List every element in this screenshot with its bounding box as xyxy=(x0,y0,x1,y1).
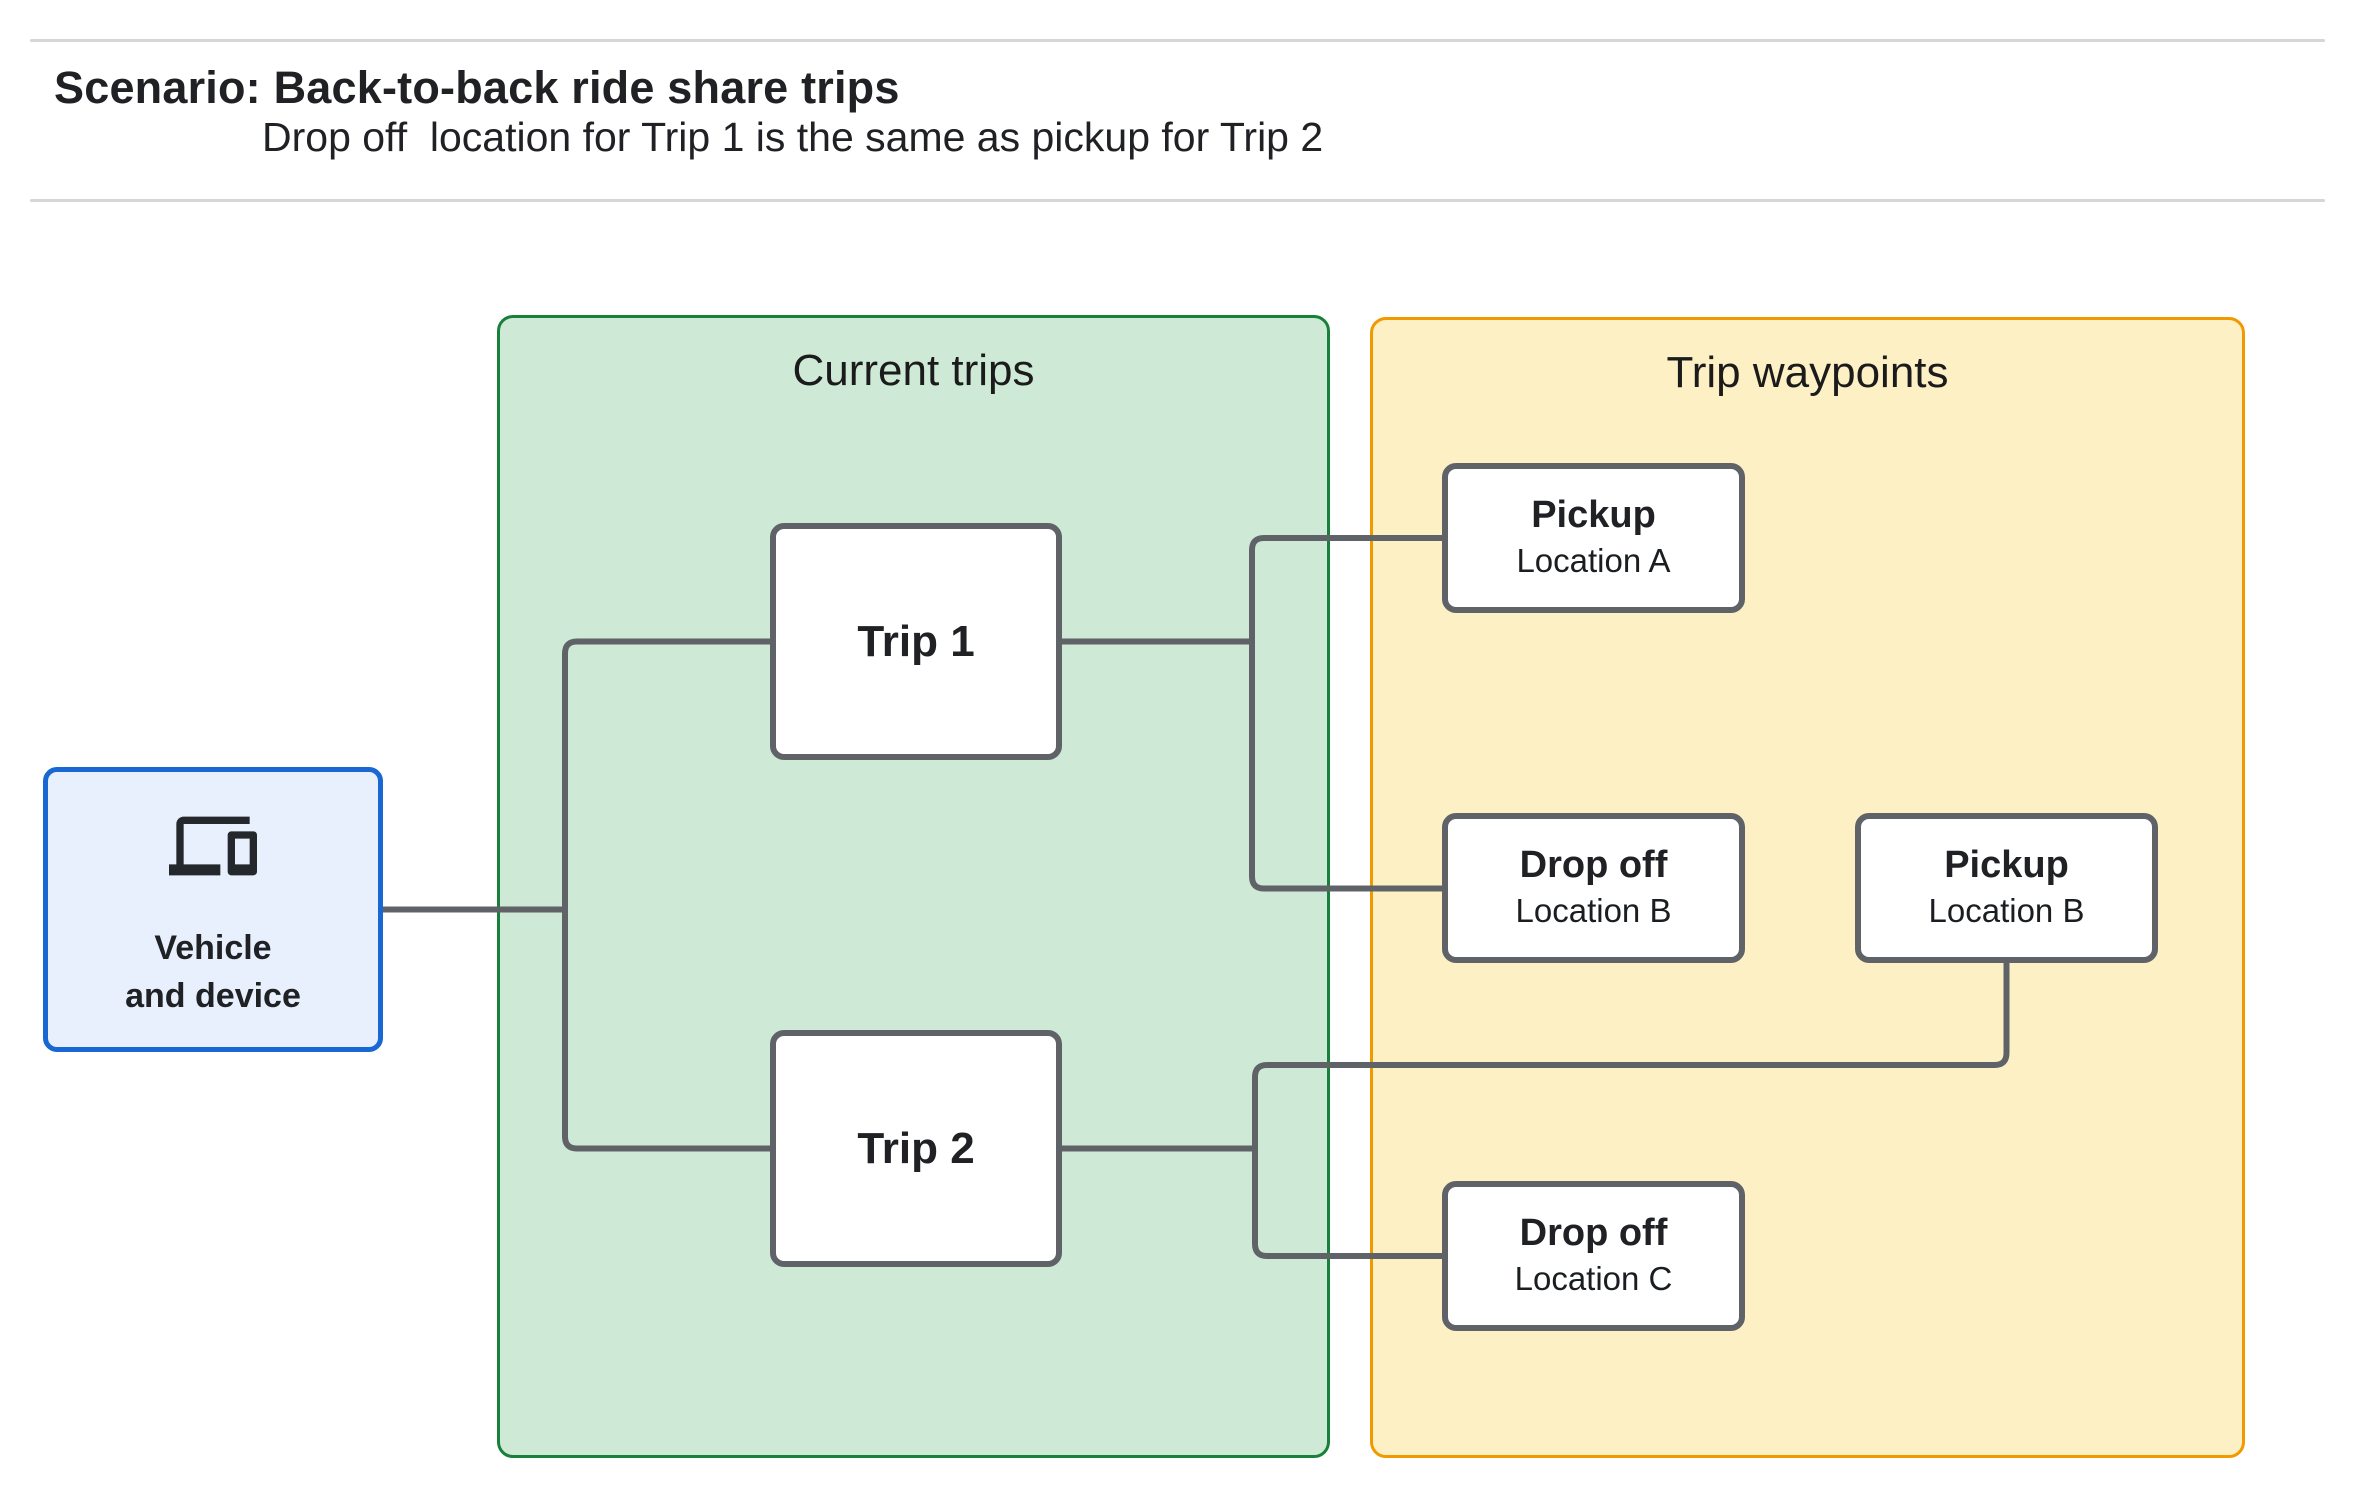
connector-trip1-waypoints xyxy=(1249,535,1442,892)
trip-1-label: Trip 1 xyxy=(857,616,975,666)
waypoint-type: Drop off xyxy=(1519,1211,1668,1254)
vehicle-label-line2: and device xyxy=(125,977,301,1016)
connector-trip2-waypoints xyxy=(1252,963,2010,1259)
waypoint-pickup-location-b: Pickup Location B xyxy=(1855,813,2158,963)
vehicle-label: Vehicle and device xyxy=(125,924,301,1021)
waypoint-dropoff-location-b: Drop off Location B xyxy=(1442,813,1745,963)
waypoint-pickup-location-a: Pickup Location A xyxy=(1442,463,1745,613)
waypoint-location: Location B xyxy=(1515,892,1672,930)
trip-2-label: Trip 2 xyxy=(857,1123,975,1173)
page-subtitle: Drop off location for Trip 1 is the same… xyxy=(262,114,1324,160)
vehicle-and-device-box: Vehicle and device xyxy=(43,767,383,1052)
waypoint-type: Pickup xyxy=(1531,493,1656,536)
current-trips-panel: Current trips xyxy=(497,315,1330,1458)
waypoint-location: Location B xyxy=(1928,892,2085,930)
trip-1-box: Trip 1 xyxy=(770,523,1062,760)
waypoint-location: Location C xyxy=(1514,1260,1673,1298)
connector-junction-to-trips xyxy=(562,638,770,1152)
current-trips-panel-title: Current trips xyxy=(792,346,1035,395)
header-divider xyxy=(30,199,2325,202)
trip-2-box: Trip 2 xyxy=(770,1030,1062,1267)
page-title: Scenario: Back-to-back ride share trips xyxy=(54,62,900,113)
waypoint-location: Location A xyxy=(1516,542,1671,580)
waypoint-type: Drop off xyxy=(1519,843,1668,886)
devices-icon xyxy=(169,816,257,876)
trip-waypoints-panel-title: Trip waypoints xyxy=(1666,348,1949,397)
waypoint-type: Pickup xyxy=(1944,843,2069,886)
vehicle-label-line1: Vehicle xyxy=(154,929,272,967)
waypoint-dropoff-location-c: Drop off Location C xyxy=(1442,1181,1745,1331)
top-divider xyxy=(30,39,2325,42)
